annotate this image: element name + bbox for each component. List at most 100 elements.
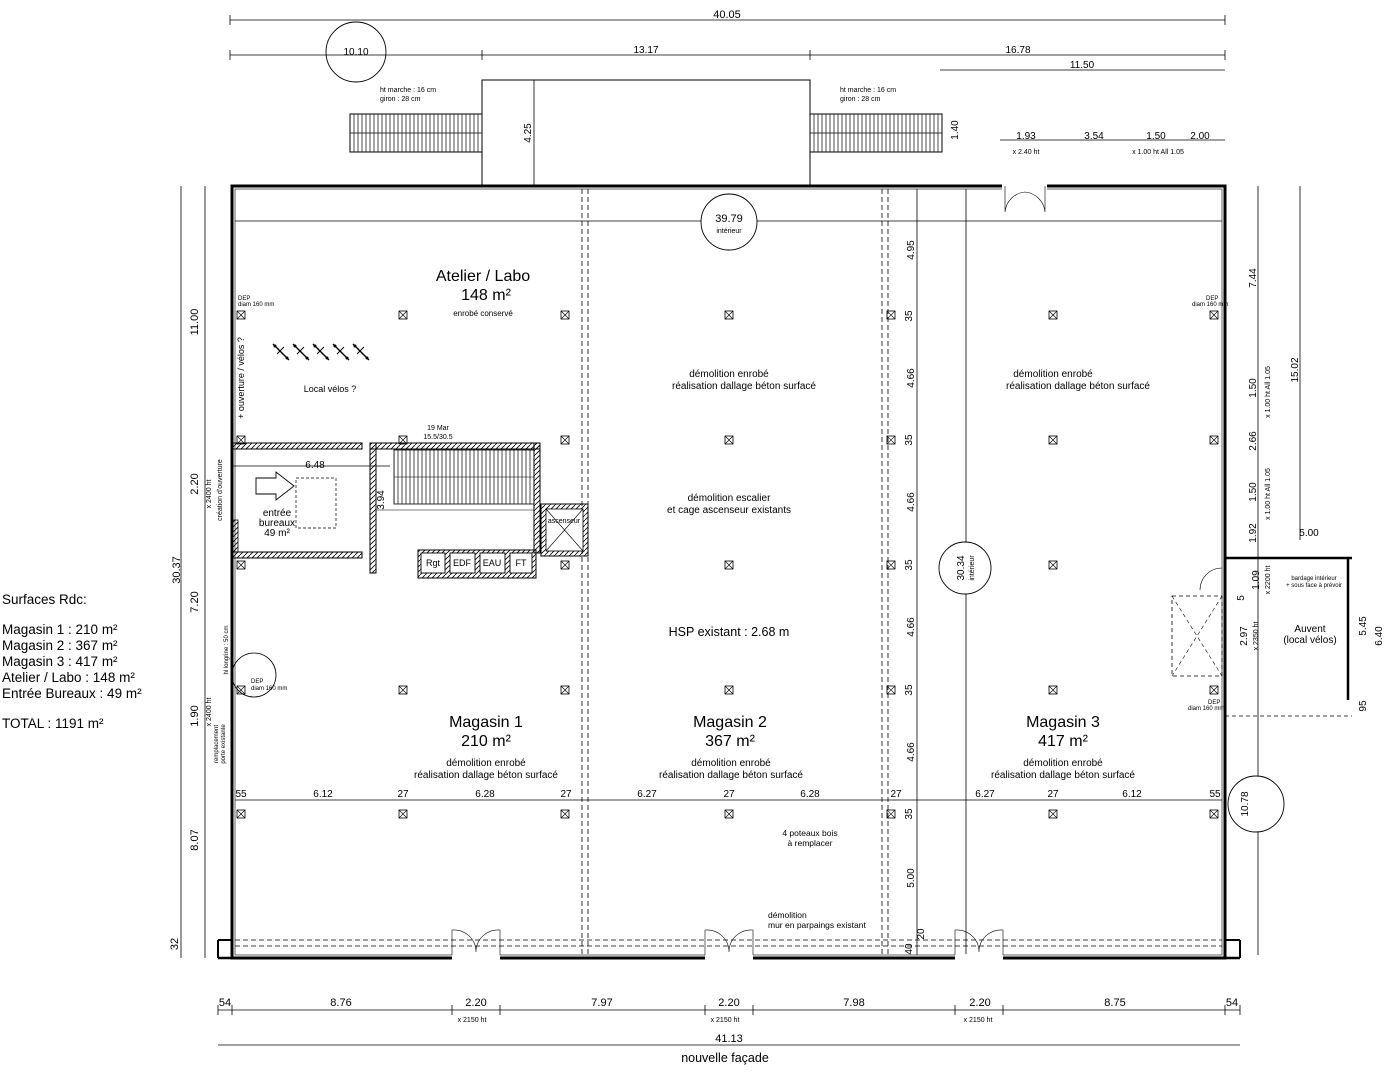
dimension-bubble — [325, 21, 387, 83]
door-swing — [1004, 186, 1046, 213]
row-dim-a: 55 — [235, 789, 247, 800]
middle-dims: 4.95 35 4.66 35 4.66 35 4.66 35 4.66 35 … — [904, 240, 927, 955]
top-dimensions — [229, 15, 1226, 141]
dim-bottom-b: 8.76 — [330, 997, 351, 1009]
mag3-area: 417 m² — [1038, 733, 1088, 750]
dim-right-j-note: x 2350 ht — [1253, 622, 1260, 651]
hall-height: 3.94 — [376, 490, 387, 510]
entree-area: 49 m² — [264, 528, 290, 539]
dim-small-b: 3.54 — [1084, 131, 1104, 142]
dim-right-i: 5 — [1236, 595, 1247, 601]
dim-right-f: 1.92 — [1248, 523, 1259, 543]
right-depth-bubble — [1227, 775, 1285, 833]
bottom-dims — [217, 1005, 1241, 1046]
row-dim-k: 27 — [1047, 789, 1059, 800]
mag3-note-2: réalisation dallage béton surfacé — [991, 770, 1135, 781]
stairs-label-2: 15.5/30.5 — [423, 434, 452, 441]
dim-bottom-c-note: x 2150 ht — [458, 1017, 487, 1024]
interior-depth: 30.34 — [956, 555, 967, 580]
poteaux-2: à remplacer — [788, 838, 833, 848]
summary-line: Entrée Bureaux : 49 m² — [2, 686, 142, 701]
dim-top-1: 10.10 — [343, 47, 368, 58]
dim-right-h-note: x 2200 ht — [1265, 566, 1272, 595]
hall-width: 6.48 — [305, 460, 325, 471]
dim-small-a: 1.93 — [1016, 131, 1036, 142]
dim-entrance-height: 4.25 — [523, 123, 534, 143]
svg-text:35: 35 — [904, 310, 915, 322]
interior-depth-bubble — [938, 541, 992, 595]
tech-rgt: Rgt — [426, 558, 441, 568]
dim-right-a: 7.44 — [1248, 268, 1259, 288]
dim-right-e: 1.50 — [1248, 482, 1259, 502]
facade-label: nouvelle façade — [681, 1051, 769, 1065]
auvent-label-1: Auvent — [1294, 624, 1325, 635]
remplacement-1: remplacement — [214, 725, 220, 763]
demo-top-center-2: réalisation dallage béton surfacé — [672, 381, 816, 392]
mag1-area: 210 m² — [461, 733, 511, 750]
demo-mur-1: démolition — [768, 910, 807, 920]
dep-circle — [231, 652, 277, 698]
mag2-area: 367 m² — [705, 733, 755, 750]
row-dim-f: 6.27 — [637, 789, 657, 800]
dim-top-3: 16.78 — [1005, 45, 1030, 56]
dim-small-d: 2.00 — [1190, 131, 1210, 142]
dim-left-d: 7.20 — [189, 591, 201, 612]
dim-bottom-i: 54 — [1226, 997, 1238, 1009]
mag1-note-2: réalisation dallage béton surfacé — [414, 770, 558, 781]
mag3-note-1: démolition enrobé — [1023, 758, 1103, 769]
velos-opening: + ouverture / vélos ? — [236, 337, 246, 419]
velos-label: Local vélos ? — [304, 384, 357, 394]
stair-note-left-1: ht marche : 16 cm — [380, 87, 436, 94]
dep-label-5: DEP — [251, 679, 263, 685]
interior-partitions — [235, 189, 1222, 955]
dim-right-j: 2.97 — [1239, 626, 1250, 646]
entree-creation: création d'ouverture — [217, 459, 224, 521]
dim-small-note-a: x 2.40 ht — [1013, 149, 1040, 156]
dim-small-note-b: x 1.00 ht All 1.05 — [1132, 149, 1184, 156]
stair-note-right-2: giron : 28 cm — [840, 96, 881, 103]
top-entrance — [349, 79, 943, 187]
dep-label-2: diam 160 mm — [238, 302, 274, 308]
dep-label-3: DEP — [1206, 296, 1218, 302]
facade-doors — [451, 929, 1004, 962]
dim-bottom-g: 2.20 — [969, 997, 990, 1009]
poteaux-1: 4 poteaux bois — [782, 828, 837, 838]
row-dim-i: 27 — [890, 789, 902, 800]
tech-edf: EDF — [453, 558, 472, 568]
dim-left-e: 1.90 — [189, 705, 201, 726]
mag2-note-2: réalisation dallage béton surfacé — [659, 770, 803, 781]
dim-bottom-overall: 41.13 — [715, 1033, 743, 1045]
dim-left-a: 11.00 — [189, 309, 201, 336]
summary-line: Magasin 2 : 367 m² — [2, 638, 118, 653]
svg-text:35: 35 — [904, 434, 915, 446]
dim-right-c: 1.50 — [1248, 378, 1259, 398]
auvent-label-2: (local vélos) — [1283, 635, 1336, 646]
mag3-name: Magasin 3 — [1026, 714, 1100, 731]
svg-text:40: 40 — [904, 943, 915, 955]
tech-eau: EAU — [483, 558, 502, 568]
row-dim-h: 6.28 — [800, 789, 820, 800]
dim-right-h: 1.09 — [1251, 570, 1262, 590]
dim-right-l: 6.40 — [1374, 626, 1385, 646]
row-dim-m: 55 — [1209, 789, 1221, 800]
dim-left-b-note: x 2400 ht — [206, 480, 213, 509]
dim-left-f: 8.07 — [189, 829, 201, 850]
atelier-note: enrobé conservé — [453, 309, 513, 318]
interior-label-2: intérieur — [969, 555, 976, 581]
summary-total: TOTAL : 1191 m² — [2, 716, 104, 731]
summary-title: Surfaces Rdc: — [2, 592, 87, 607]
dim-top-4: 11.50 — [1070, 60, 1095, 71]
dim-left-g: 32 — [169, 938, 181, 950]
svg-text:5.00: 5.00 — [906, 868, 917, 888]
dim-left-b: 2.20 — [189, 473, 201, 494]
dim-right-k: 5.45 — [1358, 616, 1369, 636]
stair-note-right-1: ht marche : 16 cm — [840, 87, 896, 94]
mag2-note-1: démolition enrobé — [691, 758, 771, 769]
svg-text:35: 35 — [904, 559, 915, 571]
remplacement-2: porte existante — [221, 724, 227, 764]
svg-text:20: 20 — [916, 928, 927, 940]
dim-right-b: 15.02 — [1290, 357, 1301, 382]
mag1-note-1: démolition enrobé — [446, 758, 526, 769]
dim-bottom-d: 7.97 — [591, 997, 612, 1009]
